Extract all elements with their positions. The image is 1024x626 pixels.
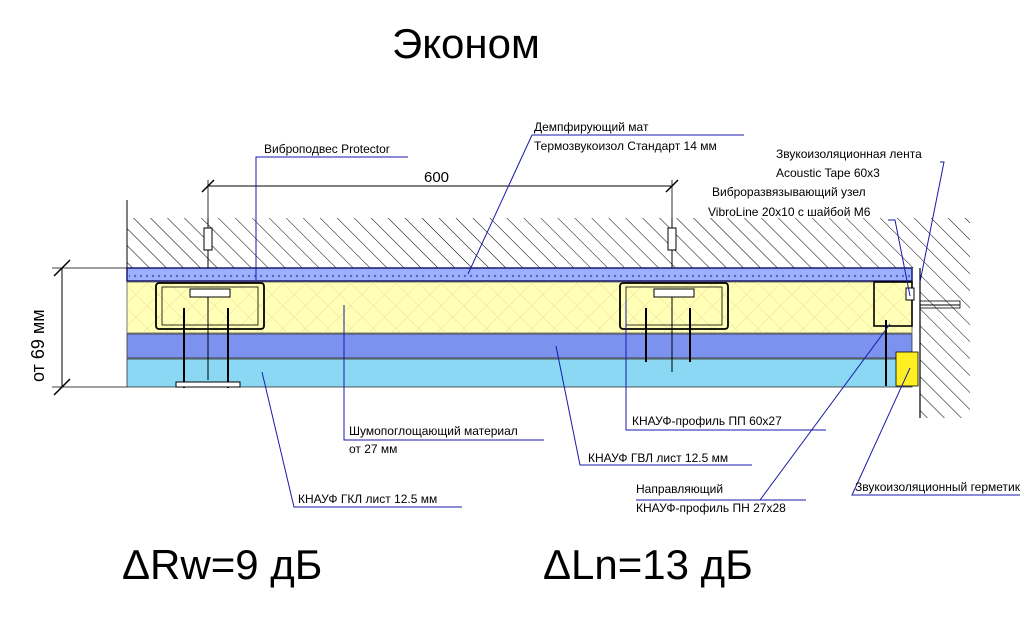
gvl-board bbox=[126, 333, 913, 359]
dimension-thickness-value: от 69 мм bbox=[28, 309, 48, 382]
profile-assembly-left bbox=[155, 218, 265, 388]
label-absorber-line2: от 27 мм bbox=[349, 442, 397, 456]
result-rw: ΔRw=9 дБ bbox=[122, 541, 322, 588]
acoustic-sealant bbox=[895, 351, 919, 387]
label-sealant: Звукоизоляционный герметик bbox=[855, 480, 1021, 494]
label-absorber-line1: Шумопоглощающий материал bbox=[349, 424, 518, 438]
gkl-board bbox=[126, 358, 913, 388]
label-profile-pp: КНАУФ-профиль ПП 60х27 bbox=[632, 414, 782, 428]
leader-lines bbox=[255, 134, 1020, 508]
label-vibro-hanger: Виброподвес Protector bbox=[264, 142, 390, 156]
label-guide-line2: КНАУФ-профиль ПН 27х28 bbox=[636, 501, 786, 515]
dimension-spacing: 600 bbox=[201, 169, 679, 228]
dimension-spacing-value: 600 bbox=[424, 169, 449, 186]
label-damping-mat-line1: Демпфирующий мат bbox=[534, 120, 649, 134]
label-node-line1: Виброразвязывающий узел bbox=[712, 185, 866, 199]
diagram-title: Эконом bbox=[392, 20, 540, 67]
label-guide-line1: Направляющий bbox=[636, 482, 723, 496]
concrete-slab bbox=[126, 200, 920, 268]
label-gkl: КНАУФ ГКЛ лист 12.5 мм bbox=[298, 492, 437, 506]
result-ln: ΔLn=13 дБ bbox=[543, 541, 753, 588]
profile-assembly-right bbox=[619, 218, 729, 372]
label-node-line2: VibroLine 20х10 с шайбой М6 bbox=[708, 205, 871, 219]
label-tape-line1: Звукоизоляционная лента bbox=[776, 147, 922, 161]
label-tape-line2: Acoustic Tape 60х3 bbox=[776, 166, 880, 180]
dimension-thickness: от 69 мм bbox=[28, 259, 127, 396]
concrete-wall bbox=[919, 218, 970, 418]
label-gvl: КНАУФ ГВЛ лист 12.5 мм bbox=[588, 451, 728, 465]
label-damping-mat-line2: Термозвукоизол Стандарт 14 мм bbox=[534, 139, 717, 153]
